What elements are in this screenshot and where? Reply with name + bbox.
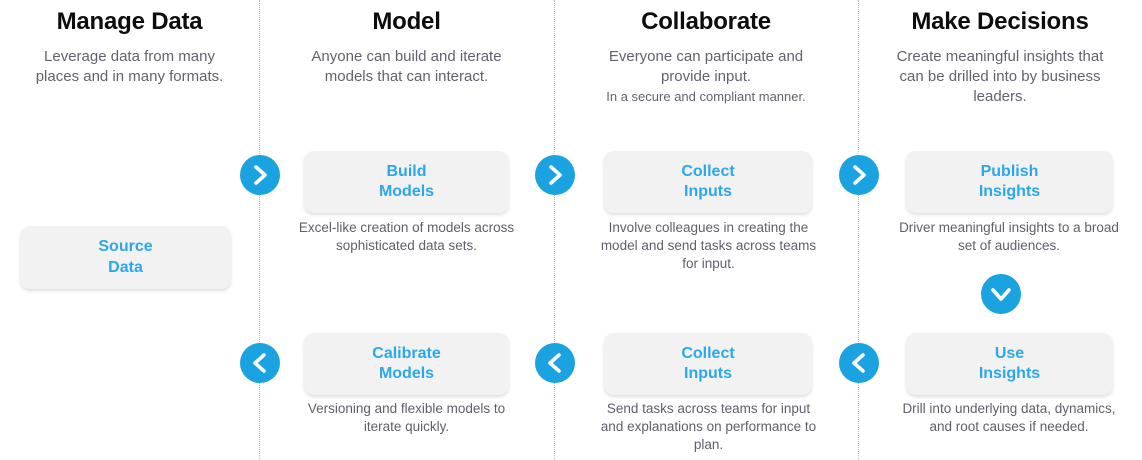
card-source-data[interactable]: Source Data [20, 226, 231, 289]
column-header-collaborate: Collaborate Everyone can participate and… [554, 0, 858, 105]
column-title-collaborate: Collaborate [641, 8, 771, 35]
chevron-right-icon-make-decisions[interactable] [839, 155, 879, 195]
card-caption-publish-insights: Driver meaningful insights to a broad se… [899, 220, 1119, 254]
column-divider-3 [858, 0, 860, 460]
column-subtitle-make-decisions: Create meaningful insights that can be d… [896, 47, 1104, 106]
column-header-manage-data: Manage Data Leverage data from many plac… [0, 0, 259, 87]
card-caption-build-models: Excel-like creation of models across sop… [298, 220, 515, 254]
card-use-insights[interactable]: Use Insights [906, 333, 1113, 395]
card-label-publish-insights: Publish Insights [978, 162, 1041, 200]
chevron-left-icon-make-decisions[interactable] [839, 343, 879, 383]
column-subtitle-collaborate: Everyone can participate and provide inp… [608, 47, 804, 86]
chevron-left-icon-collaborate[interactable] [535, 343, 575, 383]
card-caption-calibrate-models: Versioning and flexible models to iterat… [307, 401, 506, 435]
card-label-use-insights: Use Insights [978, 344, 1041, 382]
chevron-right-icon-model[interactable] [240, 155, 280, 195]
card-label-calibrate-models: Calibrate Models [372, 344, 441, 382]
column-title-model: Model [372, 8, 441, 35]
card-caption-collect-inputs-top: Involve colleagues in creating the model… [600, 220, 817, 272]
card-collect-inputs-bottom[interactable]: Collect Inputs [604, 333, 812, 395]
column-divider-1 [259, 0, 261, 460]
card-build-models[interactable]: Build Models [304, 151, 509, 213]
column-manage-data: Manage Data Leverage data from many plac… [0, 0, 259, 460]
column-make-decisions: Make Decisions Create meaningful insight… [858, 0, 1142, 460]
column-subtitle-secondary-collaborate: In a secure and compliant manner. [606, 89, 806, 105]
column-title-make-decisions: Make Decisions [911, 8, 1089, 35]
card-label-collect-inputs-bottom: Collect Inputs [681, 344, 735, 382]
card-collect-inputs-top[interactable]: Collect Inputs [604, 151, 812, 213]
card-caption-use-insights: Drill into underlying data, dynamics, an… [902, 401, 1116, 435]
column-title-manage-data: Manage Data [56, 8, 203, 35]
column-header-model: Model Anyone can build and iterate model… [259, 0, 554, 87]
column-subtitle-manage-data: Leverage data from many places and in ma… [35, 47, 224, 86]
card-label-collect-inputs-top: Collect Inputs [681, 162, 735, 200]
column-collaborate: Collaborate Everyone can participate and… [554, 0, 858, 460]
card-calibrate-models[interactable]: Calibrate Models [304, 333, 509, 395]
card-label-build-models: Build Models [378, 162, 435, 200]
chevron-down-icon-make-decisions[interactable] [981, 274, 1021, 314]
column-header-make-decisions: Make Decisions Create meaningful insight… [858, 0, 1142, 108]
chevron-right-icon-collaborate[interactable] [535, 155, 575, 195]
column-model: Model Anyone can build and iterate model… [259, 0, 554, 460]
column-divider-2 [554, 0, 556, 460]
column-subtitle-model: Anyone can build and iterate models that… [311, 47, 502, 86]
chevron-left-icon-model[interactable] [240, 343, 280, 383]
card-publish-insights[interactable]: Publish Insights [906, 151, 1113, 213]
card-caption-collect-inputs-bottom: Send tasks across teams for input and ex… [600, 401, 817, 453]
card-label-source-data: Source Data [98, 238, 153, 276]
